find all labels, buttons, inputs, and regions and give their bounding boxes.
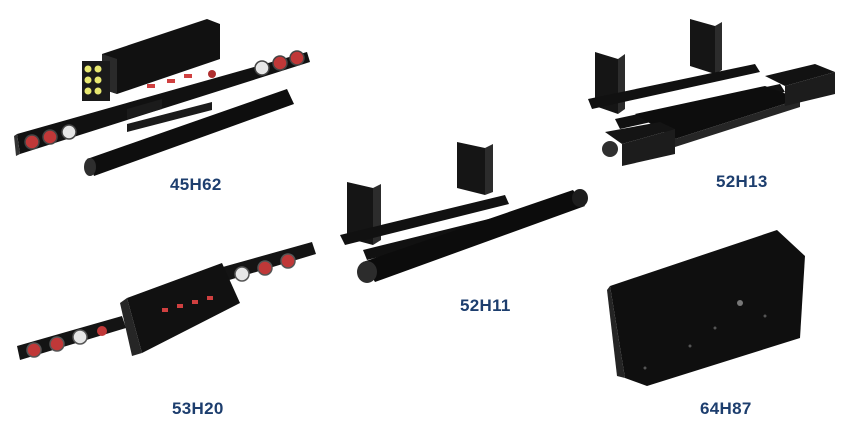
product-64h87-image[interactable]	[605, 228, 815, 388]
hitch-frame-plate-icon	[588, 19, 835, 166]
product-52h13-image[interactable]	[580, 14, 840, 169]
hitch-frame-tube-icon	[340, 142, 588, 283]
light-bar-bumper-icon	[14, 19, 310, 176]
product-53h20-image[interactable]	[12, 238, 322, 368]
product-label: 52H11	[460, 296, 511, 315]
product-45h62-image[interactable]	[12, 14, 312, 179]
product-52h11-image[interactable]	[335, 140, 595, 290]
product-label: 45H62	[170, 175, 222, 194]
cover-plate-icon	[607, 230, 805, 386]
light-bar-box-icon	[17, 242, 316, 360]
product-label: 53H20	[172, 399, 224, 418]
product-label: 52H13	[716, 172, 768, 191]
product-label: 64H87	[700, 399, 752, 418]
